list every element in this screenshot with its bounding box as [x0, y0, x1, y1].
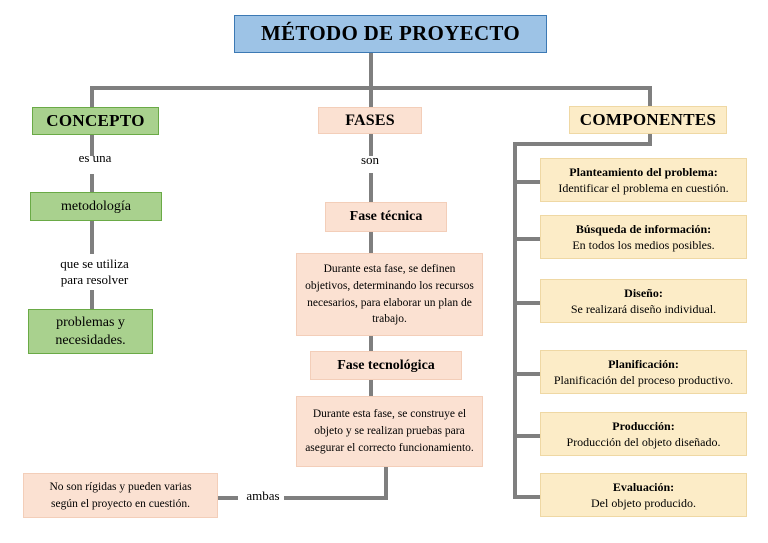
componente-item-1-detail: Identificar el problema en cuestión. — [558, 181, 729, 195]
node-fase-tecnologica-desc[interactable]: Durante esta fase, se construye el objet… — [296, 396, 483, 467]
componente-item-6-title: Evaluación: — [612, 479, 675, 494]
branch-head-componentes-label: COMPONENTES — [579, 109, 717, 129]
edge-label-es-una-text: es una — [78, 150, 112, 165]
node-no-son-rigidas-line1: No son rígidas y pueden varias — [49, 480, 192, 493]
node-no-son-rigidas-line2: según el proyecto en cuestión. — [51, 497, 190, 510]
connector-concepto-2 — [90, 174, 94, 193]
connector-componentes-stub-4 — [513, 372, 540, 376]
componente-item-5-detail: Producción del objeto diseñado. — [566, 435, 721, 449]
componente-item-3[interactable]: Diseño: Se realizará diseño individual. — [540, 279, 747, 323]
root-node-label: MÉTODO DE PROYECTO — [261, 21, 520, 46]
node-no-son-rigidas[interactable]: No son rígidas y pueden varias según el … — [23, 473, 218, 518]
edge-label-son: son — [330, 152, 410, 168]
connector-fases-4 — [369, 336, 373, 351]
connector-componentes-stub-6 — [513, 495, 540, 499]
componente-item-2[interactable]: Búsqueda de información: En todos los me… — [540, 215, 747, 259]
node-metodologia-label: metodología — [61, 198, 131, 214]
connector-componentes-stub-1 — [513, 180, 540, 184]
componente-item-3-detail: Se realizará diseño individual. — [570, 302, 717, 316]
root-node-metodo-de-proyecto[interactable]: MÉTODO DE PROYECTO — [234, 15, 547, 53]
connector-fases-5 — [369, 380, 373, 396]
connector-fases-1 — [369, 134, 373, 156]
componente-item-6[interactable]: Evaluación: Del objeto producido. — [540, 473, 747, 517]
connector-componentes-stub-2 — [513, 237, 540, 241]
connector-root-stem — [369, 52, 373, 88]
branch-head-fases[interactable]: FASES — [318, 107, 422, 134]
node-problemas-necesidades[interactable]: problemas y necesidades. — [28, 309, 153, 354]
componente-item-1[interactable]: Planteamiento del problema: Identificar … — [540, 158, 747, 202]
edge-label-que-se-utiliza-line1: que se utiliza — [60, 256, 129, 271]
connector-concepto-4 — [90, 290, 94, 310]
connector-componentes-elbow — [513, 142, 652, 146]
branch-head-componentes[interactable]: COMPONENTES — [569, 106, 727, 134]
connector-concepto-3 — [90, 220, 94, 254]
componente-item-2-detail: En todos los medios posibles. — [572, 238, 715, 252]
node-problemas-necesidades-line2: necesidades. — [55, 332, 126, 348]
componente-item-6-detail: Del objeto producido. — [591, 496, 696, 510]
componente-item-1-title: Planteamiento del problema: — [569, 164, 718, 179]
connector-concepto-1 — [90, 134, 94, 156]
connector-ambas-drop — [384, 467, 388, 500]
node-metodologia[interactable]: metodología — [30, 192, 162, 221]
branch-head-fases-label: FASES — [345, 111, 395, 129]
branch-head-concepto-label: CONCEPTO — [46, 110, 145, 130]
componente-item-5[interactable]: Producción: Producción del objeto diseña… — [540, 412, 747, 456]
connector-componentes-stub-3 — [513, 301, 540, 305]
edge-label-que-se-utiliza-line2: para resolver — [60, 272, 129, 288]
edge-label-ambas-text: ambas — [246, 488, 280, 503]
node-fase-tecnica[interactable]: Fase técnica — [325, 202, 447, 232]
edge-label-es-una: es una — [40, 150, 150, 166]
connector-ambas-run — [284, 496, 388, 500]
componente-item-5-title: Producción: — [612, 418, 675, 433]
connector-ambas-stub — [218, 496, 238, 500]
connector-componentes-drop — [648, 134, 652, 146]
connector-drop-componentes — [648, 86, 652, 108]
edge-label-ambas: ambas — [238, 488, 288, 504]
connector-drop-concepto — [90, 86, 94, 108]
connector-componentes-trunk — [513, 142, 517, 499]
componente-item-2-title: Búsqueda de información: — [575, 221, 712, 236]
edge-label-son-text: son — [360, 152, 380, 167]
connector-componentes-stub-5 — [513, 434, 540, 438]
connector-fases-3 — [369, 232, 373, 253]
node-fase-tecnologica-desc-text: Durante esta fase, se construye el objet… — [305, 408, 474, 454]
node-fase-tecnologica[interactable]: Fase tecnológica — [310, 351, 462, 380]
componente-item-4-title: Planificación: — [608, 356, 679, 371]
edge-label-que-se-utiliza: que se utiliza para resolver — [32, 256, 157, 289]
node-fase-tecnica-desc-text: Durante esta fase, se definen objetivos,… — [305, 263, 474, 326]
componente-item-4[interactable]: Planificación: Planificación del proceso… — [540, 350, 747, 394]
node-fase-tecnologica-label: Fase tecnológica — [337, 357, 435, 373]
node-fase-tecnica-desc[interactable]: Durante esta fase, se definen objetivos,… — [296, 253, 483, 336]
connector-fases-2 — [369, 173, 373, 202]
connector-drop-fases — [369, 86, 373, 108]
branch-head-concepto[interactable]: CONCEPTO — [32, 107, 159, 135]
node-problemas-necesidades-line1: problemas y — [56, 315, 125, 331]
componente-item-3-title: Diseño: — [624, 285, 663, 300]
componente-item-4-detail: Planificación del proceso productivo. — [553, 373, 734, 387]
node-fase-tecnica-label: Fase técnica — [349, 209, 423, 225]
